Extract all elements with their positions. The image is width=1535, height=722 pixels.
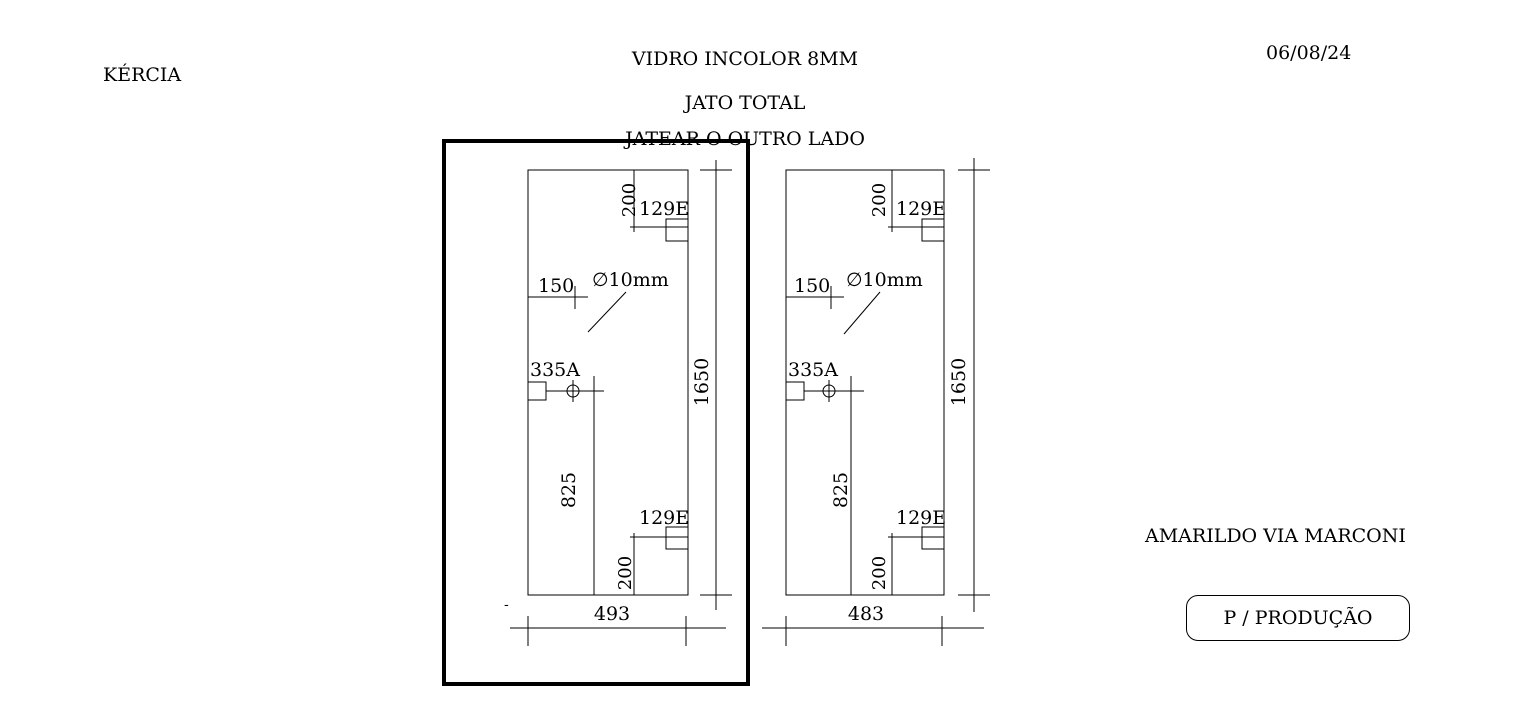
hole-offset: 150 <box>538 275 574 297</box>
bottom-hinge-cutout <box>665 526 689 550</box>
selection-frame <box>442 139 750 686</box>
glass-panel-outline <box>527 169 689 596</box>
height-label: 1650 <box>691 358 713 406</box>
top-hinge-code: 129E <box>896 198 946 220</box>
lock-height: 825 <box>830 472 852 508</box>
width-label: 493 <box>594 603 630 625</box>
lock-height: 825 <box>558 472 580 508</box>
order-date: 06/08/24 <box>1266 42 1352 64</box>
lock-cutout <box>785 381 805 401</box>
hole-leader-line <box>587 291 627 333</box>
height-label: 1650 <box>948 358 970 406</box>
glass-panel-outline <box>785 169 945 596</box>
finish-spec: JATO TOTAL <box>684 92 806 114</box>
bottom-hinge-offset: 200 <box>615 556 636 590</box>
glass-piece-2: 200 129E 150 ∅10mm 335A 825 129E 200 <box>762 158 990 646</box>
bottom-hinge-code: 129E <box>639 507 689 529</box>
bottom-hinge-cutout <box>921 526 945 550</box>
lock-code: 335A <box>788 359 838 381</box>
bottom-hinge-code: 129E <box>896 507 946 529</box>
top-hinge-offset: 200 <box>869 183 890 217</box>
hole-diameter: ∅10mm <box>846 269 923 291</box>
top-hinge-code: 129E <box>639 198 689 220</box>
lock-cutout <box>527 381 547 401</box>
glass-piece-1: 200 129E 150 ∅10mm 335A 825 129E 200 <box>504 160 732 646</box>
top-hinge-cutout <box>921 218 945 242</box>
bottom-hinge-offset: 200 <box>869 556 890 590</box>
finish-instruction: JATEAR O OUTRO LADO <box>625 128 865 150</box>
hole-leader-line <box>843 291 881 335</box>
top-hinge-cutout <box>665 218 689 242</box>
width-label: 483 <box>848 603 884 625</box>
top-hinge-offset: 200 <box>619 183 640 217</box>
stray-mark: - <box>504 597 509 613</box>
delivery-address: AMARILDO VIA MARCONI <box>1145 525 1406 547</box>
hole-diameter: ∅10mm <box>592 269 669 291</box>
production-stamp: P / PRODUÇÃO <box>1186 595 1410 641</box>
client-name: KÉRCIA <box>103 64 182 86</box>
lock-code: 335A <box>530 359 580 381</box>
glass-spec: VIDRO INCOLOR 8MM <box>631 48 859 70</box>
hole-offset: 150 <box>794 275 830 297</box>
